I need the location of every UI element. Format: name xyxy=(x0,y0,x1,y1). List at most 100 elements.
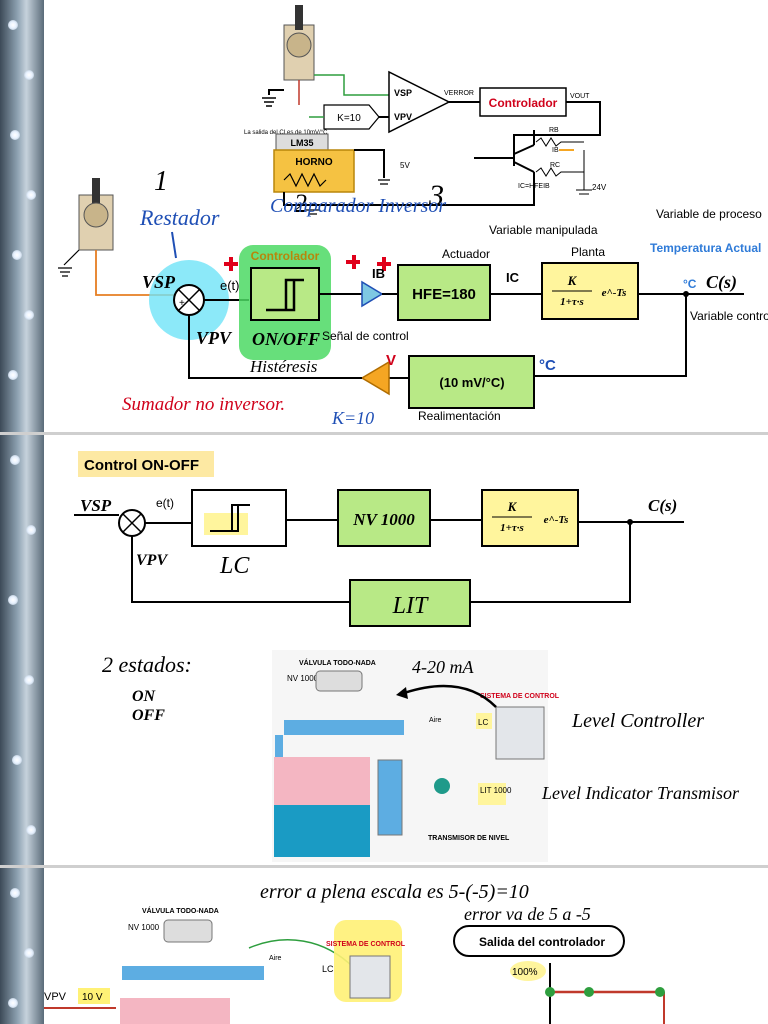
decor-strip-2 xyxy=(0,435,44,865)
plant-exp: e^-Ts xyxy=(602,287,627,299)
feedback-gain-triangle xyxy=(360,360,390,396)
slide-2-diagram: Control ON-OFF VSP VPV e(t) LC NV 1000 K… xyxy=(74,451,740,862)
sensor-block xyxy=(408,355,535,409)
hand-comparador: Comparador Inversor xyxy=(270,195,446,217)
hand-error-range: error va de 5 a -5 xyxy=(464,904,591,924)
pid-drawing-2: VÁLVULA TODO-NADA NV 1000 Aire SISTEMA D… xyxy=(120,906,406,1024)
pid-aire-label: Aire xyxy=(429,717,442,724)
lit-block xyxy=(349,579,471,627)
plant-num: K xyxy=(567,273,578,288)
plant-den: 1+τ·s xyxy=(560,296,584,308)
decor-strip-3 xyxy=(0,868,44,1024)
hysteresis-icon xyxy=(266,278,304,312)
pid-aire-label-2: Aire xyxy=(269,955,282,962)
ic-label: IC xyxy=(506,270,520,285)
hand-off: OFF xyxy=(132,707,165,724)
slide-3-diagram: error a plena escala es 5-(-5)=10 error … xyxy=(44,881,665,1024)
supply-5v: 5V xyxy=(400,161,410,170)
hand-level-controller: Level Controller xyxy=(571,710,704,732)
pid-nv-label: NV 1000 xyxy=(287,674,319,683)
buffer-triangle xyxy=(361,280,384,308)
plant-num-2: K xyxy=(507,499,518,514)
cs-label-2: C(s) xyxy=(648,496,677,515)
potentiometer-left-icon xyxy=(78,178,114,251)
pid-drawing: VÁLVULA TODO-NADA NV 1000 Aire SISTEMA D… xyxy=(272,650,560,862)
sensor-gain: (10 mV/°C) xyxy=(439,375,504,390)
vsp-label: VSP xyxy=(142,272,176,292)
hand-onoff: ON/OFF xyxy=(252,329,320,349)
actuator-gain: HFE=180 xyxy=(412,286,476,303)
manipulated-var-label: Variable manipulada xyxy=(489,223,598,237)
pid-lit-label: LIT 1000 xyxy=(480,786,512,795)
nv-block xyxy=(337,489,431,547)
error-label: e(t) xyxy=(220,278,240,293)
vsp-label-2: VSP xyxy=(80,496,112,515)
vpv-label-2: VPV xyxy=(136,552,168,569)
decor-strip-1 xyxy=(0,0,44,432)
sum-sign: + xyxy=(179,298,185,309)
hand-level-indicator: Level Indicator Transmisor xyxy=(541,783,740,803)
cs-label: C(s) xyxy=(706,272,737,293)
temp-actual-label: Temperatura Actual xyxy=(650,241,761,255)
slide-title: Control ON-OFF xyxy=(84,457,199,474)
hand-histeresis: Histéresis xyxy=(249,357,318,376)
potentiometer-icon xyxy=(283,5,315,81)
rb-label: RB xyxy=(549,127,559,134)
hand-number-3: 3 xyxy=(428,179,444,212)
hand-number-1: 1 xyxy=(154,166,168,197)
pid-valve-title: VÁLVULA TODO-NADA xyxy=(299,658,376,667)
controller-output-label: Salida del controlador xyxy=(479,935,605,949)
process-var-label: Variable de proceso xyxy=(656,207,762,221)
process-degc-label: °C xyxy=(683,277,697,291)
actuator-label: Actuador xyxy=(442,247,490,261)
slide-title-bg xyxy=(78,451,214,477)
opamp-comparator: VSP VPV xyxy=(388,70,451,134)
oven-block xyxy=(273,149,355,193)
plant-exp-2: e^-Ts xyxy=(544,514,569,526)
slide-3: error a plena escala es 5-(-5)=10 error … xyxy=(44,868,768,1024)
lm35-label: LM35 xyxy=(290,138,313,148)
pct-100-label: 100% xyxy=(512,967,538,978)
plant-block-2 xyxy=(481,489,579,547)
hand-420ma: 4-20 mA xyxy=(412,657,474,677)
pid-transmisor-label: TRANSMISOR DE NIVEL xyxy=(428,835,510,842)
hand-restador: Restador xyxy=(139,205,220,230)
plant-label: Planta xyxy=(571,245,605,259)
ten-volt-label: 10 V xyxy=(82,992,103,1003)
supply-24v: 24V xyxy=(592,183,607,192)
hand-sumador: Sumador no inversor. xyxy=(122,394,285,415)
hysteresis-icon-2 xyxy=(210,504,250,532)
oven-label: HORNO xyxy=(295,157,332,168)
error-label-2: e(t) xyxy=(156,496,174,510)
ib-small-label: IB xyxy=(552,147,559,154)
nv-label: NV 1000 xyxy=(352,510,415,529)
gain-block xyxy=(323,104,380,130)
hand-estados: 2 estados: xyxy=(102,652,192,677)
hand-number-2: 2 xyxy=(294,189,307,218)
vout-label: VOUT xyxy=(570,93,590,100)
vpv-label-3: VPV xyxy=(44,991,67,1003)
actuator-block xyxy=(397,264,491,321)
slide-separator xyxy=(0,865,768,868)
hand-k10: K=10 xyxy=(331,408,374,428)
rc-label: RC xyxy=(550,162,560,169)
hand-v: V xyxy=(386,352,396,369)
controller-label: Controlador xyxy=(251,249,320,263)
controlled-var-label: Variable controlada xyxy=(690,309,768,323)
ib-label: IB xyxy=(372,266,385,281)
vpv-label: VPV xyxy=(196,328,233,348)
hand-error-fullscale: error a plena escala es 5-(-5)=10 xyxy=(260,881,529,903)
plant-den-2: 1+τ·s xyxy=(500,522,524,534)
level-transmitter xyxy=(434,778,450,794)
hand-on: ON xyxy=(132,688,157,705)
hand-lc: LC xyxy=(219,553,250,579)
pid-sistema-label-2: SISTEMA DE CONTROL xyxy=(326,941,406,948)
hand-lit: LIT xyxy=(392,593,429,619)
slide-1-diagram: VSP VPV VERROR Controlador VOUT K=10 La … xyxy=(58,5,768,428)
valve-actuator xyxy=(315,670,363,692)
feedback-label: Realimentación xyxy=(418,409,501,423)
output-oval xyxy=(453,925,625,957)
opamp-vpv-label: VPV xyxy=(394,112,412,122)
control-signal-label: Señal de control xyxy=(322,329,409,343)
pid-sistema-label: SISTEMA DE CONTROL xyxy=(480,693,560,700)
